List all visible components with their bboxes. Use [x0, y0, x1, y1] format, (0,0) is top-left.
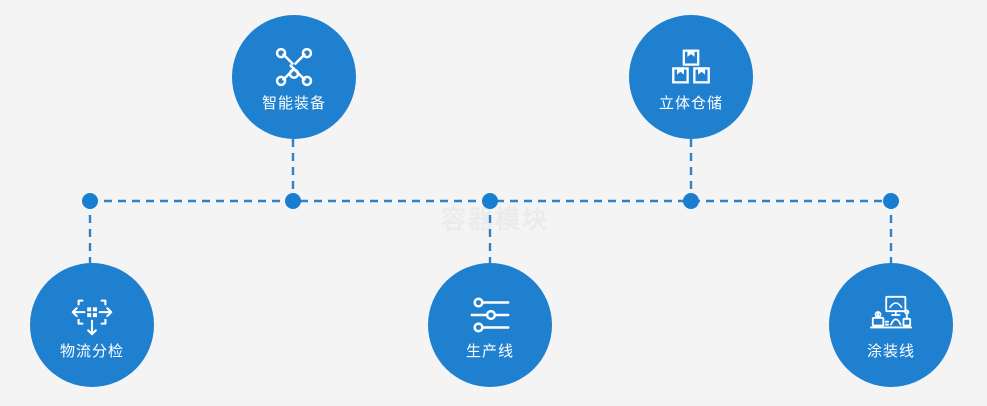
network-nodes-icon	[271, 44, 317, 90]
sliders-icon	[467, 292, 513, 338]
junction-dot-smart-equipment	[285, 193, 301, 209]
junction-dot-warehouse	[683, 193, 699, 209]
junction-dot-sorting	[82, 193, 98, 209]
sorting-arrows-icon	[69, 292, 115, 338]
node-label-painting: 涂装线	[866, 342, 915, 360]
node-label-sorting: 物流分检	[59, 342, 124, 360]
stacked-boxes-icon	[668, 44, 714, 90]
node-warehouse[interactable]: 立体仓储	[629, 15, 753, 139]
junction-dot-production	[482, 193, 498, 209]
node-painting[interactable]: 涂装线	[829, 263, 953, 387]
node-label-warehouse: 立体仓储	[658, 94, 723, 112]
junction-dot-painting	[883, 193, 899, 209]
watermark-text: 容器模块	[441, 206, 550, 234]
node-sorting[interactable]: 物流分检	[30, 263, 154, 387]
node-label-smart-equipment: 智能装备	[261, 94, 326, 112]
node-smart-equipment[interactable]: 智能装备	[232, 15, 356, 139]
node-production[interactable]: 生产线	[428, 263, 552, 387]
factory-monitor-icon	[868, 292, 914, 338]
node-label-production: 生产线	[465, 342, 514, 360]
